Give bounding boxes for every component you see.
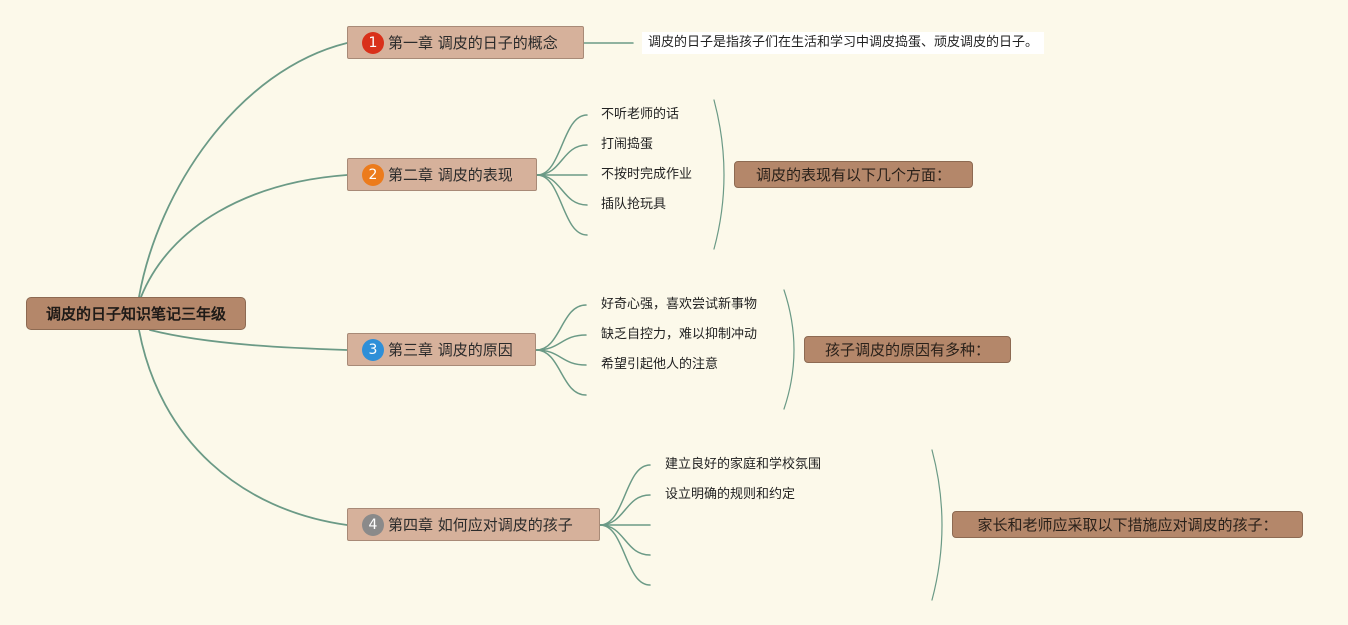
root-topic[interactable]: 调皮的日子知识笔记三年级 [26,297,246,330]
brace-ch3 [783,289,795,410]
connector-ch2-item4 [536,174,588,206]
chapter-2-item-1[interactable]: 不听老师的话 [601,107,680,122]
chapter-4-topic[interactable]: 4 第四章 如何应对调皮的孩子 [347,508,600,541]
connector-ch4-item1 [599,464,651,526]
brace-ch4 [931,449,943,601]
chapter-2-item-2[interactable]: 打闹捣蛋 [601,137,654,152]
connector-ch3-item2 [535,334,587,351]
chapter-1-topic[interactable]: 1 第一章 调皮的日子的概念 [347,26,584,59]
chapter4-connectors [599,464,651,586]
chapter2-connectors [536,114,588,236]
chapter-4-summary[interactable]: 家长和老师应采取以下措施应对调皮的孩子： [952,511,1303,538]
chapter-3-number-badge: 3 [362,338,384,361]
chapter-2-label: 第二章 调皮的表现 [388,166,513,184]
connector-ch4-item2 [599,494,651,526]
connector-root-ch1 [138,42,348,298]
chapter-3-summary[interactable]: 孩子调皮的原因有多种： [804,336,1011,363]
chapter-2-summary[interactable]: 调皮的表现有以下几个方面： [734,161,973,188]
chapter-2-number-badge: 2 [362,163,384,186]
connector-ch2-item5 [536,174,588,236]
connector-root-ch3 [149,329,348,351]
chapter-2-topic[interactable]: 2 第二章 调皮的表现 [347,158,537,191]
brace-ch2 [713,99,725,250]
chapter-4-item-2[interactable]: 设立明确的规则和约定 [665,487,796,502]
chapter-1-description[interactable]: 调皮的日子是指孩子们在生活和学习中调皮捣蛋、顽皮调皮的日子。 [642,32,1045,54]
chapter-3-item-1[interactable]: 好奇心强，喜欢尝试新事物 [601,297,758,312]
root-connectors [138,42,348,526]
connector-ch3-item4 [535,349,587,396]
chapter-4-item-1[interactable]: 建立良好的家庭和学校氛围 [665,457,822,472]
connector-ch2-item2 [536,144,588,176]
chapter3-connectors [535,304,587,396]
chapter-1-label: 第一章 调皮的日子的概念 [388,34,558,52]
chapter-4-number-badge: 4 [362,513,384,536]
connector-ch4-item5 [599,524,651,586]
chapter-3-topic[interactable]: 3 第三章 调皮的原因 [347,333,536,366]
chapter-1-number-badge: 1 [362,31,384,54]
connector-ch3-item1 [535,304,587,351]
chapter-2-item-4[interactable]: 插队抢玩具 [601,197,667,212]
connector-root-ch2 [140,174,348,298]
connector-ch4-item4 [599,524,651,556]
connector-ch2-item1 [536,114,588,176]
connector-root-ch4 [138,329,348,526]
chapter-2-item-3[interactable]: 不按时完成作业 [601,167,693,182]
chapter-3-item-3[interactable]: 希望引起他人的注意 [601,357,719,372]
chapter-4-label: 第四章 如何应对调皮的孩子 [388,516,573,534]
summary-braces [713,99,943,601]
chapter-3-item-2[interactable]: 缺乏自控力，难以抑制冲动 [601,327,758,342]
chapter-3-label: 第三章 调皮的原因 [388,341,513,359]
